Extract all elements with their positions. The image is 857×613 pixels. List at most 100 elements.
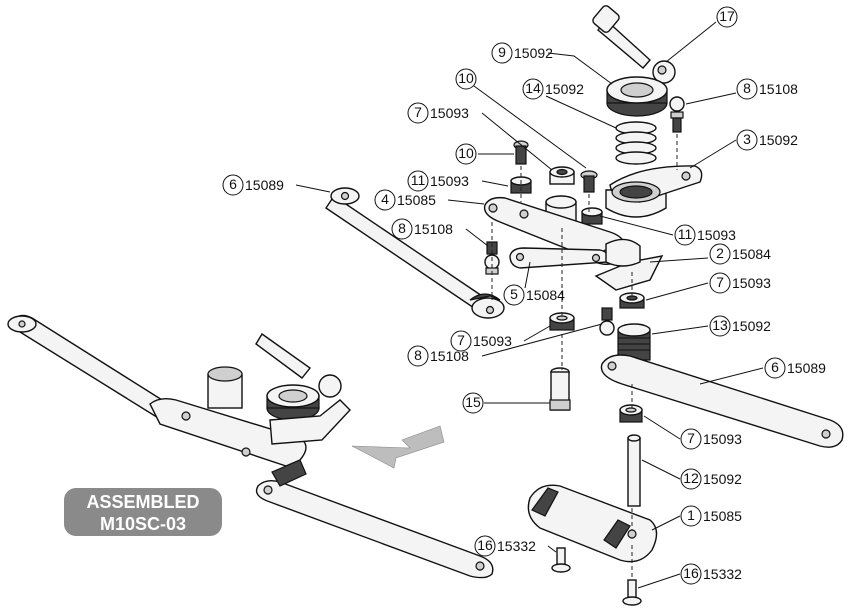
callout-number: 14	[525, 80, 541, 96]
callout-part-code: 15092	[514, 45, 553, 61]
badge-line-2: M10SC-03	[100, 514, 186, 534]
badge-line-1: ASSEMBLED	[86, 492, 199, 512]
callout-circle	[709, 315, 731, 337]
assembled-badge: ASSEMBLED M10SC-03	[64, 488, 222, 536]
callout-part-code: 15092	[703, 471, 742, 487]
callout-part-code: 15332	[497, 538, 536, 554]
assembly-axes	[491, 134, 678, 580]
callout-part-code: 15108	[759, 81, 798, 97]
callout-leader-line	[524, 261, 531, 289]
part-7-bearing-d	[619, 404, 643, 423]
callout-part-code: 15108	[430, 348, 469, 364]
callout-part-code: 15093	[430, 173, 469, 189]
callout-10: 10	[455, 68, 587, 169]
callout-number: 4	[381, 191, 389, 207]
callout-circle	[736, 129, 758, 151]
callout-leader-line	[637, 573, 681, 589]
callout-circle	[491, 42, 513, 64]
callout-part-code: 15093	[473, 333, 512, 349]
callout-circle	[716, 6, 738, 28]
callout-circle	[462, 392, 484, 414]
callout-part-code: 15108	[414, 221, 453, 237]
callout-circle	[764, 357, 786, 379]
part-14-spring	[615, 121, 657, 165]
callout-leader-line	[481, 112, 553, 171]
part-1-bracket	[527, 484, 658, 563]
part-12-shaft	[627, 434, 641, 507]
callout-circle	[680, 505, 702, 527]
callout-part-code: 15093	[732, 275, 771, 291]
callout-number: 15	[465, 394, 481, 410]
callout-number: 13	[712, 317, 728, 333]
callout-number: 12	[683, 470, 699, 486]
callout-circle	[680, 468, 702, 490]
callout-leader-line	[643, 415, 681, 440]
callout-circle	[522, 78, 544, 100]
callout-circle	[474, 535, 496, 557]
callout-number: 16	[477, 537, 493, 553]
callout-leader-line	[645, 282, 709, 301]
callout-number: 8	[398, 220, 406, 236]
callout-circle	[407, 170, 429, 192]
callout-8-15108: 8 15108	[391, 218, 489, 247]
callout-17: 17	[665, 6, 738, 63]
callout-circle	[736, 78, 758, 100]
callout-number: 8	[414, 347, 422, 363]
callout-number: 10	[458, 70, 474, 86]
callout-leader-line	[481, 180, 509, 187]
callout-leader-line	[523, 325, 551, 342]
callout-circle	[503, 284, 525, 306]
callout-circle	[455, 68, 477, 90]
callout-leader-line	[665, 21, 717, 63]
assembled-view	[7, 314, 494, 579]
callout-leader-line	[685, 92, 737, 105]
part-5-lower-link	[509, 247, 610, 269]
part-3-saver-arm	[605, 165, 703, 218]
callout-leader-line	[699, 367, 764, 385]
callout-circle	[391, 218, 413, 240]
callout-9-15092: 9 15092	[491, 42, 613, 85]
callout-number: 9	[498, 44, 506, 60]
callout-leader-line	[649, 257, 709, 263]
callout-leader-line	[651, 515, 681, 531]
callout-number: 3	[743, 131, 751, 147]
callout-part-code: 15089	[787, 360, 826, 376]
callout-part-code: 15093	[703, 431, 742, 447]
callout-leader-line	[689, 139, 737, 169]
callout-circle	[674, 224, 696, 246]
callout-number: 10	[458, 145, 474, 161]
callout-circle	[407, 102, 429, 124]
part-15-post	[549, 367, 571, 411]
callout-part-code: 15084	[526, 287, 565, 303]
part-16-screw-left	[551, 547, 571, 573]
callout-part-code: 15093	[697, 227, 736, 243]
callout-part-code: 15092	[545, 81, 584, 97]
callout-8-15108: 8 15108	[685, 78, 798, 105]
callout-leader-line	[545, 95, 617, 129]
part-7-bearing-b	[619, 292, 645, 309]
assembly-arrow	[351, 425, 445, 469]
callout-15: 15	[462, 392, 550, 414]
callout-part-code: 15332	[703, 566, 742, 582]
callout-part-code: 15085	[703, 508, 742, 524]
callout-number: 8	[743, 80, 751, 96]
callout-leader-line	[481, 323, 603, 357]
part-11-bushing-b	[581, 207, 603, 225]
